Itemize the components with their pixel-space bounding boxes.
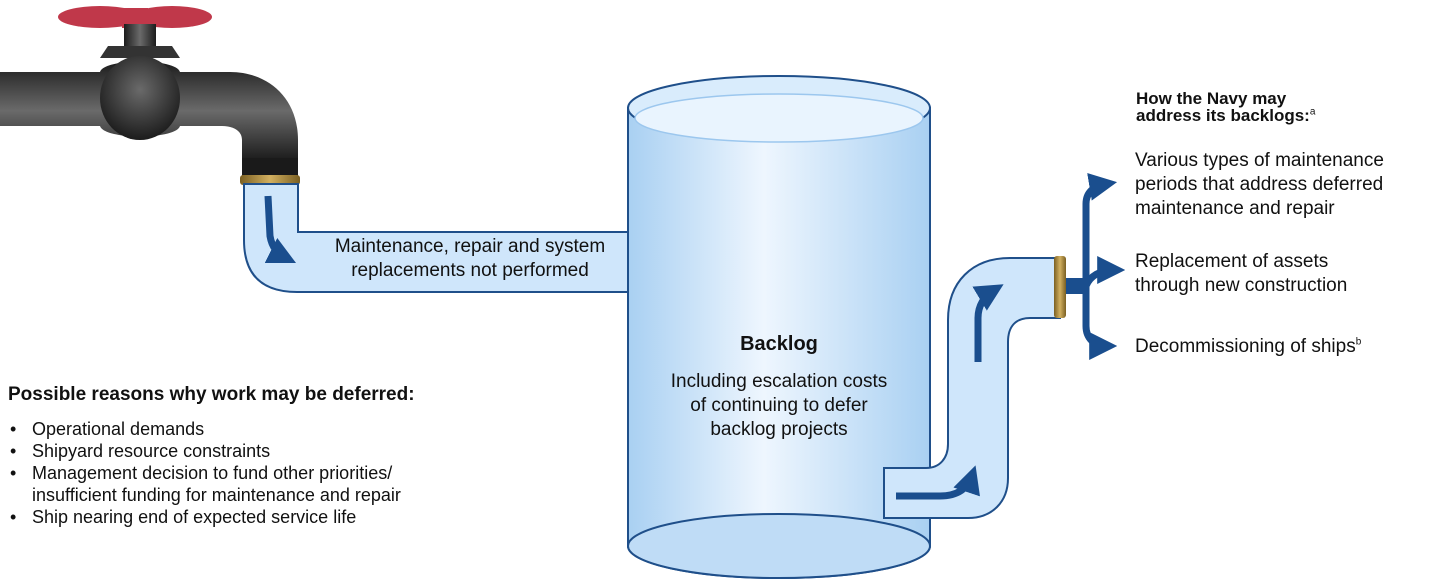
navy-option-decommissioning: Decommissioning of shipsb bbox=[1135, 335, 1425, 359]
inflow-pipe-label: Maintenance, repair and system replaceme… bbox=[300, 235, 640, 283]
option-line: Decommissioning of ships bbox=[1135, 336, 1356, 357]
tank-bottom bbox=[627, 513, 931, 579]
reasons-heading: Possible reasons why work may be deferre… bbox=[8, 384, 415, 405]
faucet-icon bbox=[0, 6, 300, 185]
navy-heading-line2: address its backlogs: bbox=[1136, 106, 1310, 125]
list-item: •Operational demands bbox=[8, 418, 401, 440]
option-line: periods that address deferred bbox=[1135, 174, 1384, 195]
inflow-label-line2: replacements not performed bbox=[351, 260, 589, 281]
tank-desc-line3: backlog projects bbox=[710, 419, 848, 440]
outflow-arrow-1 bbox=[896, 465, 980, 500]
reason-line: Management decision to fund other priori… bbox=[32, 463, 393, 483]
inflow-arrow-down bbox=[264, 195, 297, 264]
tank-title: Backlog bbox=[740, 333, 818, 355]
outlet-flange bbox=[1054, 256, 1066, 318]
footnote-a: a bbox=[1309, 106, 1316, 118]
faucet-brass-ring bbox=[240, 175, 300, 185]
list-item: •Ship nearing end of expected service li… bbox=[8, 506, 401, 528]
option-line: Various types of maintenance bbox=[1135, 150, 1384, 171]
navy-heading: How the Navy may address its backlogs:a bbox=[1136, 90, 1416, 124]
list-item: •Management decision to fund other prior… bbox=[10, 463, 401, 505]
footnote-b: b bbox=[1355, 336, 1362, 348]
faucet-handle bbox=[58, 6, 142, 28]
reason-line: Ship nearing end of expected service lif… bbox=[32, 507, 357, 527]
inflow-label-line1: Maintenance, repair and system bbox=[334, 236, 606, 257]
option-line: through new construction bbox=[1135, 275, 1348, 296]
tank-desc-line2: of continuing to defer bbox=[690, 395, 868, 416]
reason-line: Shipyard resource constraints bbox=[32, 441, 271, 461]
tank-description: Including escalation costs of continuing… bbox=[640, 370, 918, 442]
list-item: •Shipyard resource constraints bbox=[8, 440, 401, 462]
tank-desc-line1: Including escalation costs bbox=[670, 371, 888, 392]
navy-heading-line1: How the Navy may bbox=[1136, 89, 1287, 108]
reasons-list: •Operational demands •Shipyard resource … bbox=[8, 418, 401, 528]
backlog-tank bbox=[627, 75, 931, 579]
reason-line: insufficient funding for maintenance and… bbox=[32, 485, 401, 505]
outflow-arrow-2 bbox=[972, 284, 1004, 362]
outlet-branch-arrows bbox=[1082, 172, 1126, 360]
option-line: maintenance and repair bbox=[1135, 198, 1335, 219]
faucet-body bbox=[100, 56, 180, 140]
reason-line: Operational demands bbox=[32, 419, 205, 439]
option-line: Replacement of assets bbox=[1135, 251, 1329, 272]
navy-option-replacement: Replacement of assets through new constr… bbox=[1135, 250, 1425, 298]
navy-option-maintenance: Various types of maintenance periods tha… bbox=[1135, 149, 1425, 221]
